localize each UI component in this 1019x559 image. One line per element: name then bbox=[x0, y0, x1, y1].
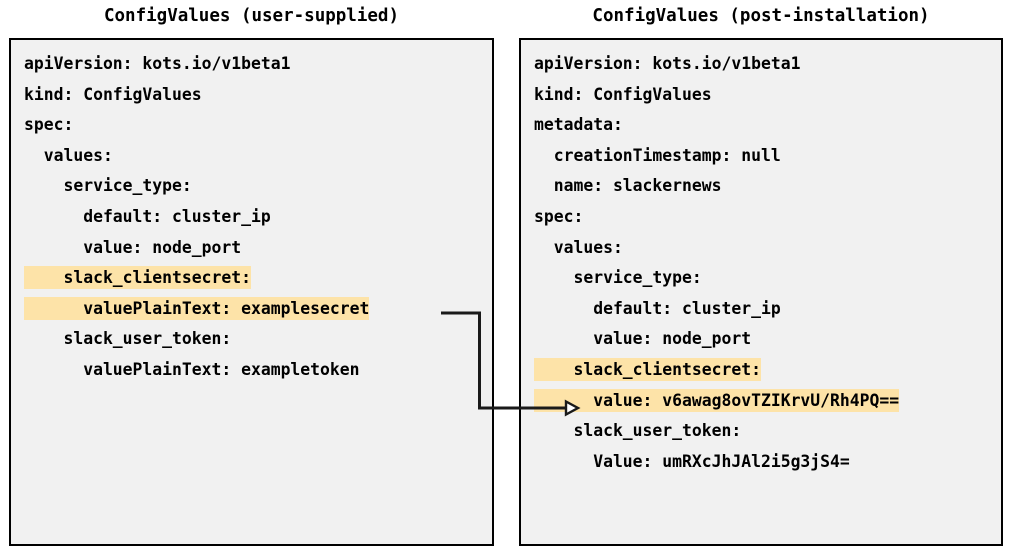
code-line-text: slack_clientsecret: bbox=[534, 357, 761, 381]
panel-box-user-supplied: apiVersion: kots.io/v1beta1 kind: Config… bbox=[9, 38, 494, 546]
code-line: service_type: bbox=[534, 263, 1001, 294]
code-line: values: bbox=[534, 233, 1001, 264]
code-line-text: slack_user_token: bbox=[534, 421, 742, 441]
code-line-highlighted: slack_clientsecret: bbox=[24, 263, 492, 294]
code-line: slack_user_token: bbox=[534, 416, 1001, 447]
code-line: apiVersion: kots.io/v1beta1 bbox=[534, 49, 1001, 80]
code-line: slack_user_token: bbox=[24, 324, 492, 355]
code-line-text: name: slackernews bbox=[534, 176, 722, 196]
code-line: kind: ConfigValues bbox=[534, 80, 1001, 111]
code-line: name: slackernews bbox=[534, 171, 1001, 202]
code-line: default: cluster_ip bbox=[24, 202, 492, 233]
code-line-highlighted: slack_clientsecret: bbox=[534, 355, 1001, 386]
code-line-text: valuePlainText: examplesecret bbox=[24, 296, 370, 320]
code-line-text: default: cluster_ip bbox=[24, 206, 271, 226]
code-line-highlighted: valuePlainText: examplesecret bbox=[24, 294, 492, 325]
code-block-user-supplied: apiVersion: kots.io/v1beta1 kind: Config… bbox=[24, 49, 492, 386]
code-line-text: valuePlainText: exampletoken bbox=[24, 359, 360, 379]
panel-box-post-installation: apiVersion: kots.io/v1beta1 kind: Config… bbox=[519, 38, 1003, 546]
code-line-text: kind: ConfigValues bbox=[24, 84, 202, 104]
code-line: spec: bbox=[24, 110, 492, 141]
panel-title-post-installation: ConfigValues (post-installation) bbox=[592, 6, 930, 26]
code-line-text: apiVersion: kots.io/v1beta1 bbox=[24, 54, 291, 73]
code-line-text: spec: bbox=[534, 206, 584, 226]
code-line: value: node_port bbox=[534, 324, 1001, 355]
code-line-text: metadata: bbox=[534, 115, 623, 135]
code-block-post-installation: apiVersion: kots.io/v1beta1 kind: Config… bbox=[534, 49, 1001, 477]
code-line-text: Value: umRXcJhJAl2i5g3jS4= bbox=[534, 451, 850, 471]
code-line: Value: umRXcJhJAl2i5g3jS4= bbox=[534, 447, 1001, 478]
code-line-text: values: bbox=[24, 145, 113, 165]
code-line: default: cluster_ip bbox=[534, 294, 1001, 325]
panel-title-user-supplied: ConfigValues (user-supplied) bbox=[103, 6, 399, 26]
code-line-text: slack_user_token: bbox=[24, 329, 232, 349]
panel-user-supplied: ConfigValues (user-supplied) apiVersion:… bbox=[9, 6, 494, 546]
code-line-text: values: bbox=[534, 237, 623, 257]
code-line: service_type: bbox=[24, 171, 492, 202]
code-line: kind: ConfigValues bbox=[24, 80, 492, 111]
code-line-text: default: cluster_ip bbox=[534, 298, 781, 318]
code-line-text: service_type: bbox=[24, 176, 192, 196]
code-line-text: value: v6awag8ovTZIKrvU/Rh4PQ== bbox=[534, 388, 900, 412]
code-line-text: value: node_port bbox=[24, 237, 242, 257]
code-line-text: apiVersion: kots.io/v1beta1 bbox=[534, 54, 801, 73]
code-line-text: slack_clientsecret: bbox=[24, 266, 251, 290]
code-line: metadata: bbox=[534, 110, 1001, 141]
code-line-text: creationTimestamp: null bbox=[534, 145, 781, 165]
code-line-text: spec: bbox=[24, 115, 74, 135]
code-line: creationTimestamp: null bbox=[534, 141, 1001, 172]
panel-post-installation: ConfigValues (post-installation) apiVers… bbox=[519, 6, 1003, 546]
code-line: valuePlainText: exampletoken bbox=[24, 355, 492, 386]
code-line-text: kind: ConfigValues bbox=[534, 84, 712, 104]
code-line-highlighted: value: v6awag8ovTZIKrvU/Rh4PQ== bbox=[534, 386, 1001, 417]
code-line: spec: bbox=[534, 202, 1001, 233]
code-line-text: value: node_port bbox=[534, 329, 752, 349]
code-line: value: node_port bbox=[24, 233, 492, 264]
code-line: values: bbox=[24, 141, 492, 172]
code-line-text: service_type: bbox=[534, 268, 702, 288]
code-line: apiVersion: kots.io/v1beta1 bbox=[24, 49, 492, 80]
